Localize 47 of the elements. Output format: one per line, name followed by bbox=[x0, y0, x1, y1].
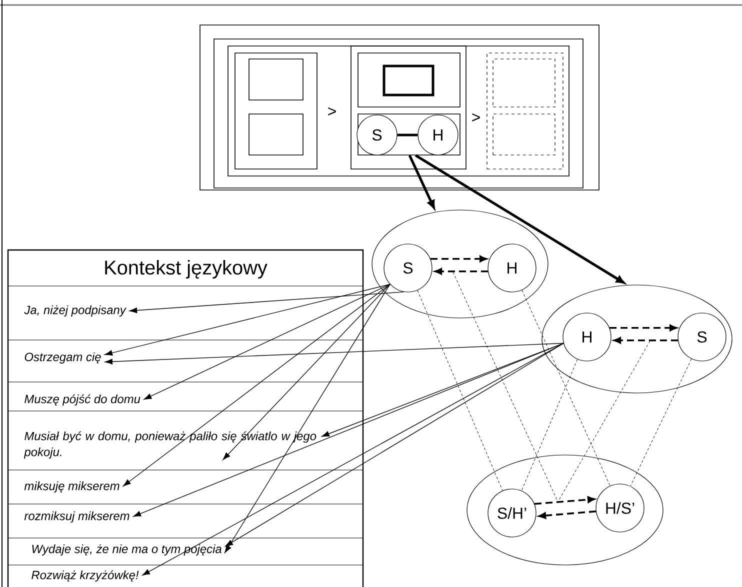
arrow bbox=[104, 284, 390, 356]
row-text: rozmiksuj mikserem bbox=[24, 511, 130, 523]
box bbox=[248, 58, 304, 100]
box bbox=[358, 52, 460, 108]
arrow bbox=[133, 342, 564, 517]
connector-line bbox=[630, 358, 692, 486]
box bbox=[382, 64, 434, 96]
arrow bbox=[430, 256, 487, 262]
box bbox=[234, 52, 318, 170]
box bbox=[358, 114, 460, 156]
arrow bbox=[222, 284, 390, 460]
row-text: Ostrzegam cię bbox=[24, 352, 101, 364]
arrow bbox=[610, 324, 677, 332]
arrow bbox=[129, 292, 404, 314]
arrow bbox=[538, 510, 596, 519]
box bbox=[486, 52, 564, 170]
box bbox=[214, 38, 584, 188]
box bbox=[200, 24, 600, 190]
arrow bbox=[414, 154, 624, 284]
row-text: miksuję mikserem bbox=[24, 481, 120, 493]
group-ellipse bbox=[466, 454, 664, 566]
box bbox=[350, 46, 466, 170]
arrow bbox=[224, 284, 390, 553]
arrow bbox=[104, 342, 564, 364]
arrow bbox=[142, 342, 564, 576]
row-text: Rozwiąż krzyżówkę! bbox=[32, 570, 139, 582]
arrow bbox=[123, 284, 390, 486]
group-ellipse bbox=[372, 210, 548, 318]
arrow bbox=[614, 337, 678, 344]
arrow bbox=[534, 496, 595, 505]
greater-than-sign: > bbox=[328, 107, 336, 116]
row-text: Ja, niżej podpisany bbox=[24, 305, 126, 317]
box bbox=[228, 46, 570, 176]
group-ellipse bbox=[542, 284, 732, 394]
arrow bbox=[408, 154, 435, 208]
connector-line bbox=[521, 359, 578, 491]
box bbox=[492, 58, 556, 108]
box bbox=[492, 114, 556, 156]
arrow bbox=[225, 342, 564, 547]
row-text: Muszę pójść do domu bbox=[24, 394, 140, 406]
arrow bbox=[144, 284, 390, 400]
greater-than-sign: > bbox=[472, 113, 480, 122]
arrow bbox=[434, 268, 488, 275]
connector-line bbox=[522, 290, 610, 486]
box bbox=[248, 114, 304, 156]
connector-line bbox=[417, 290, 503, 491]
connector-line bbox=[397, 134, 418, 136]
